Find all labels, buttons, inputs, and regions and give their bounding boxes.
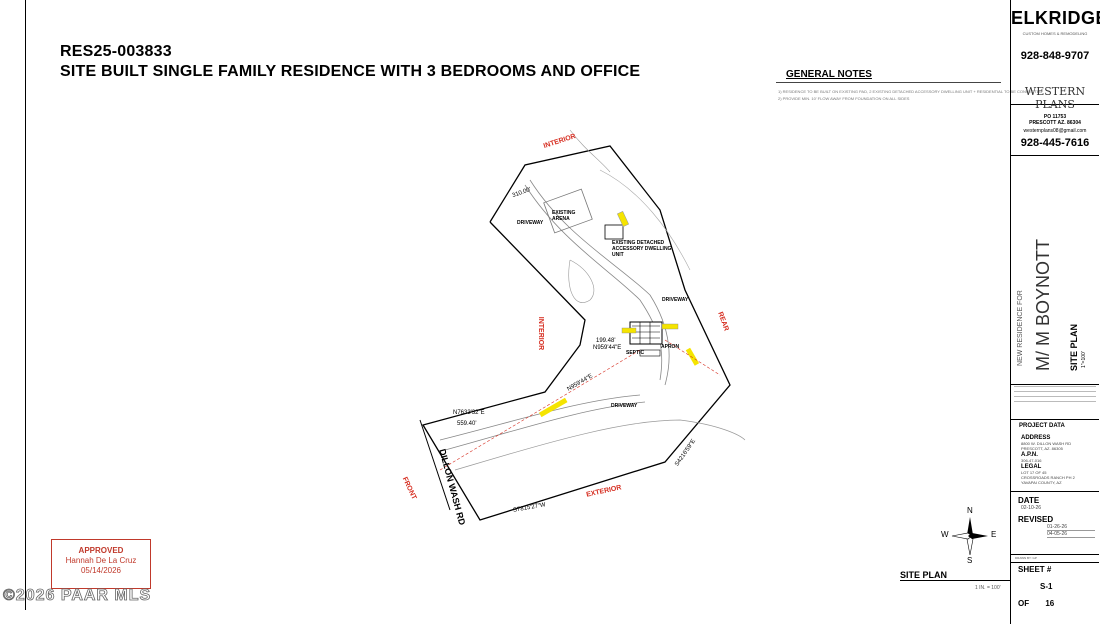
tb-sheet: SHEET # S-1 OF 16 [1011, 562, 1099, 622]
new-residence [621, 321, 679, 345]
company-name: ELKRIDGE [1011, 8, 1100, 28]
septic-area [639, 349, 661, 357]
tb-drawn-by: DRAWN BY: GP [1011, 554, 1099, 563]
label-septic: SEPTIC [626, 350, 645, 356]
approval-date: 05/14/2026 [80, 566, 122, 575]
existing-arena [543, 188, 593, 234]
label-apron: APRON [661, 344, 680, 350]
tb-notes [1011, 383, 1099, 420]
approval-name: Hannah De La Cruz [65, 556, 137, 565]
label-existing-arena: EXISTING ARENA [552, 210, 576, 222]
compass-e: E [991, 530, 997, 539]
legal-line2: CROSSROADS RANCH PH 2 [1021, 475, 1075, 480]
legal-label: LEGAL [1021, 464, 1042, 470]
of-label: OF [1018, 599, 1030, 608]
firm-city: PRESCOTT AZ. 86304 [1029, 120, 1081, 126]
label-driveway-3: DRIVEWAY [611, 403, 638, 409]
address-line2: PRESCOTT, AZ. 86305 [1021, 446, 1063, 451]
tb-company: ELKRIDGE CUSTOM HOMES & REMODELING 928-8… [1011, 0, 1100, 105]
legal-line1: LOT 17 OF 45 [1021, 470, 1047, 475]
existing-adu [604, 224, 624, 240]
client-name: M/ M BOYNOTT [1033, 239, 1053, 371]
revised-label: REVISED [1018, 515, 1054, 524]
revised-2: 04-05-26 [1047, 531, 1095, 538]
drawn-by: DRAWN BY: GP [1015, 556, 1037, 560]
project-description: SITE BUILT SINGLE FAMILY RESIDENCE WITH … [60, 63, 641, 80]
apn-label: A.P.N. [1021, 452, 1038, 458]
label-interior-left: INTERIOR [537, 316, 545, 351]
margin-line [25, 0, 26, 610]
sheet-number: S-1 [1040, 582, 1053, 591]
address-label: ADDRESS [1021, 435, 1051, 441]
tb-client: NEW RESIDENCE FOR M/ M BOYNOTT SITE PLAN… [1011, 155, 1099, 385]
date-value: 02-10-26 [1021, 505, 1042, 511]
general-notes-divider [776, 82, 1001, 83]
general-note-2: 2) PROVIDE MIN. 10' FLOW AWAY FROM FOUND… [778, 96, 910, 101]
date-label: DATE [1018, 496, 1040, 505]
sheet-scale: 1"=100' [1081, 351, 1087, 368]
dimension-4: 559.40' [457, 421, 477, 427]
label-existing-adu: EXISTING DETACHED ACCESSORY DWELLING UNI… [612, 240, 672, 258]
approval-stamp: APPROVED Hannah De La Cruz 05/14/2026 [51, 539, 151, 589]
dimension-1: 199.48' [596, 338, 616, 344]
sheet-label: SHEET # [1018, 565, 1052, 574]
company-sub: CUSTOM HOMES & REMODELING [1022, 31, 1088, 36]
address-line1: 8800 W. DILLON WASH RD [1021, 441, 1072, 446]
permit-number: RES25-003833 [60, 43, 172, 60]
project-data-title: PROJECT DATA [1019, 423, 1065, 429]
compass-icon [951, 517, 988, 556]
compass-s: S [967, 556, 973, 565]
of-total: 16 [1045, 599, 1055, 608]
general-notes-title: GENERAL NOTES [786, 69, 872, 80]
label-driveway-2: DRIVEWAY [662, 297, 689, 303]
firm-name: WESTERN PLANS [1024, 85, 1086, 111]
sheet-title: SITE PLAN [1069, 323, 1079, 371]
general-note-1: 1) RESIDENCE TO BE BUILT ON EXISTING PAD… [778, 89, 1043, 94]
apn-value: 306-47-016 [1021, 458, 1042, 463]
legal-line3: YAVAPAI COUNTY, AZ [1021, 480, 1062, 485]
mls-watermark: ©2026 PAAR MLS [3, 587, 152, 605]
tb-firm: WESTERN PLANS PO 11753 PRESCOTT AZ. 8630… [1011, 75, 1099, 155]
residence-for: NEW RESIDENCE FOR [1017, 290, 1024, 366]
site-plan-drawing [419, 129, 746, 521]
revised-1: 01-26-26 [1047, 524, 1095, 531]
tb-date: DATE 02-10-26 REVISED 01-26-26 04-05-26 [1011, 491, 1099, 555]
site-plan-title: SITE PLAN [900, 570, 1010, 581]
property-boundary [422, 145, 731, 521]
title-block: ELKRIDGE CUSTOM HOMES & REMODELING 928-8… [1010, 0, 1100, 624]
site-plan-scale: 1 IN. = 100' [975, 585, 1001, 591]
dimension-2: N959'44"E [593, 345, 622, 351]
firm-phone: 928-445-7616 [1020, 137, 1090, 149]
tb-project-data: PROJECT DATA ADDRESS 8800 W. DILLON WASH… [1011, 419, 1099, 492]
firm-po: PO 11753 [1043, 114, 1067, 120]
label-driveway-1: DRIVEWAY [517, 220, 544, 226]
dimension-3: N7633'32"E [453, 410, 485, 416]
company-phone: 928-848-9707 [1020, 50, 1090, 62]
compass-w: W [941, 530, 949, 539]
compass-n: N [967, 506, 973, 515]
approval-status: APPROVED [78, 546, 124, 555]
firm-email: westernplans08@gmail.com [1023, 128, 1087, 134]
